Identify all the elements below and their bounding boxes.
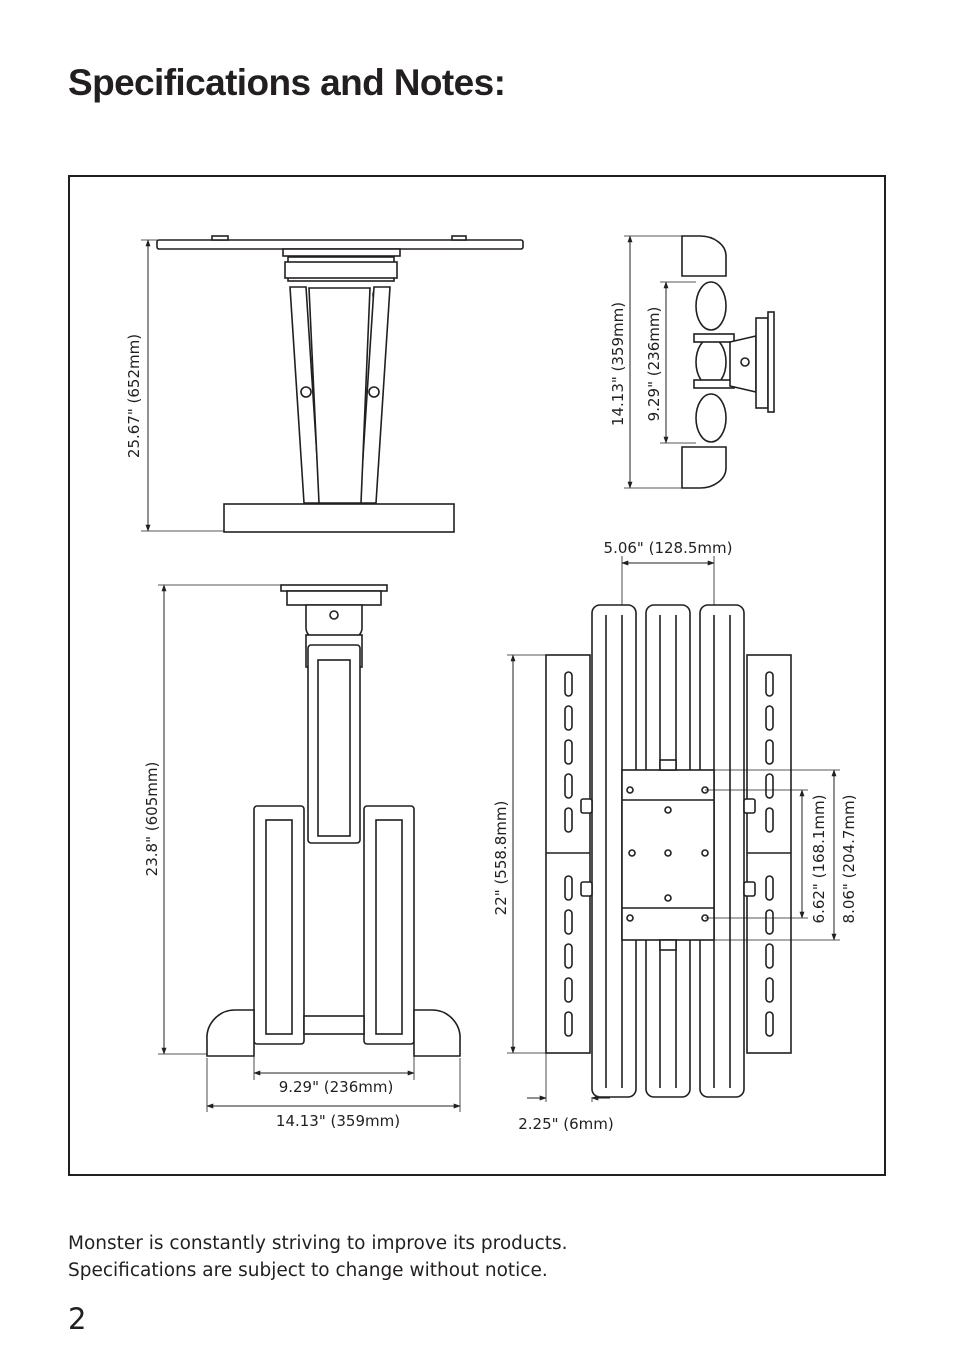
front-view-height-label: 23.8" (605mm) — [143, 762, 161, 877]
notes: Monster is constantly striving to improv… — [68, 1230, 568, 1284]
back-view-drawing — [545, 604, 792, 1098]
note-line: Monster is constantly striving to improv… — [68, 1233, 568, 1254]
page-title: Specifications and Notes: — [68, 62, 506, 103]
back-view-hole-outer-label: 8.06" (204.7mm) — [840, 795, 858, 924]
side-view-height-label: 25.67" (652mm) — [125, 334, 143, 458]
note-line: Specifications are subject to change wit… — [68, 1260, 548, 1281]
top-view-inner-label: 9.29" (236mm) — [645, 307, 663, 422]
front-view-outer-width-label: 14.13" (359mm) — [276, 1112, 400, 1130]
back-view-rail-spacing-label: 5.06" (128.5mm) — [604, 539, 733, 557]
top-view-outer-label: 14.13" (359mm) — [609, 302, 627, 426]
back-view-offset-label: 2.25" (6mm) — [518, 1115, 614, 1133]
top-view-drawing — [681, 235, 775, 489]
side-view-drawing — [156, 235, 524, 533]
page-number: 2 — [68, 1302, 87, 1336]
specification-drawing-frame — [68, 175, 886, 1176]
back-view-height-label: 22" (558.8mm) — [492, 801, 510, 916]
front-view-drawing — [206, 584, 461, 1057]
front-view-inner-width-label: 9.29" (236mm) — [279, 1078, 394, 1096]
back-view-hole-inner-label: 6.62" (168.1mm) — [810, 795, 828, 924]
